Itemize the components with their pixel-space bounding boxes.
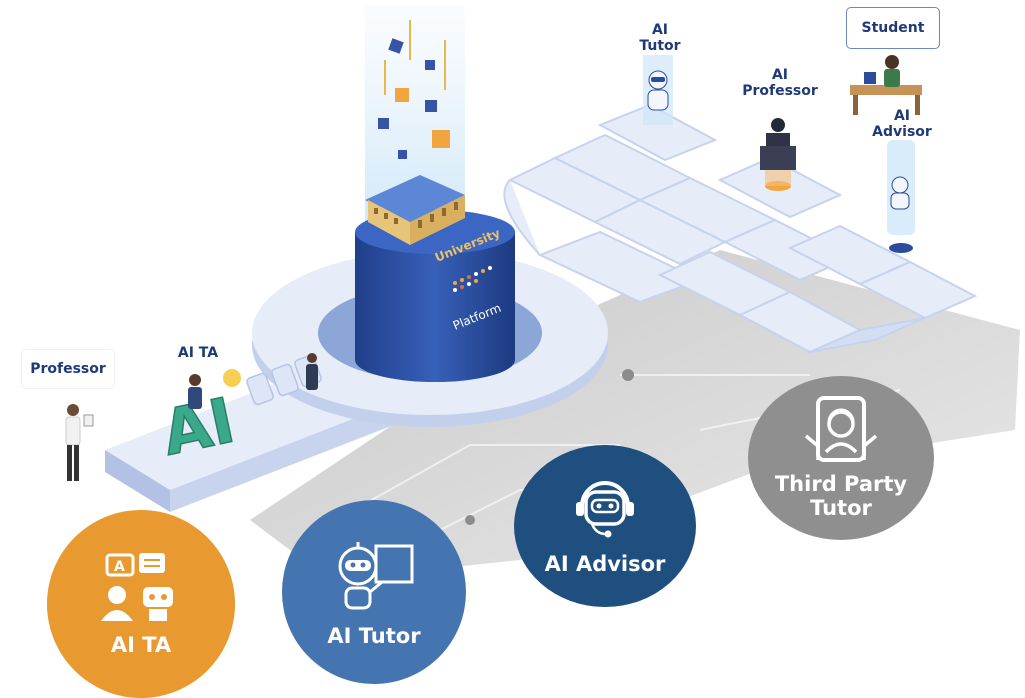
professor-figure-icon <box>65 404 94 481</box>
university-building-icon <box>365 175 465 245</box>
tablet-headset-tutor-icon <box>804 396 878 462</box>
svg-text:A: A <box>114 559 125 575</box>
ai-ta-label: AI TA <box>177 345 219 361</box>
ai-advisor-circle-label: AI Advisor <box>544 552 666 576</box>
ai-advisor-circle: AI Advisor <box>514 445 696 607</box>
platform-cylinder: University Platform <box>355 210 515 382</box>
robot-headset-icon <box>576 481 634 538</box>
dot-pattern <box>453 266 492 292</box>
third-party-tutor-circle-label: Third Party Tutor <box>774 472 908 520</box>
ai-tutor-circle: AI Tutor <box>282 500 466 684</box>
third-party-tutor-circle: Third Party Tutor <box>748 376 934 540</box>
ai-advisor-label: AI Advisor <box>872 108 932 140</box>
ai-tutor-robot-icon <box>643 55 673 125</box>
ai-ta-chat-robot-icon: A <box>101 553 173 621</box>
platform-illustration: University Platform AI <box>65 5 1020 580</box>
ai-professor-label: AI Professor <box>742 67 818 99</box>
ai-ta-circle: A AI TA <box>47 510 235 698</box>
ai-professor-podium-icon <box>760 118 796 191</box>
student-desk-icon <box>850 55 922 115</box>
data-cubes <box>378 20 450 159</box>
ai-tutor-circle-label: AI Tutor <box>327 624 421 648</box>
ai-tutor-label: AI Tutor <box>639 22 681 54</box>
ai-ta-circle-label: AI TA <box>110 633 172 657</box>
student-label: Student <box>846 7 940 49</box>
ai-advisor-robot-icon <box>887 140 915 253</box>
robot-teacher-board-icon <box>338 542 414 610</box>
ta-figures-icon <box>188 353 318 409</box>
professor-label: Professor <box>22 350 114 388</box>
